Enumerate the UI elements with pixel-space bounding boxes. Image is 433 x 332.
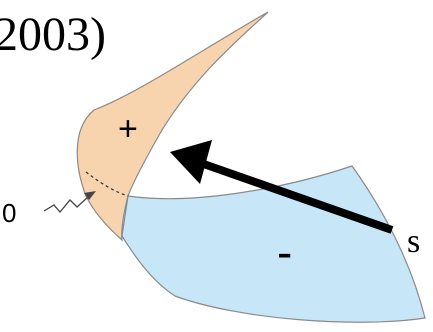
- positive-label: +: [118, 110, 138, 148]
- negative-label: -: [277, 226, 292, 278]
- edge-text: s: [407, 223, 420, 260]
- zero-pointer-head: [84, 191, 96, 200]
- zero-contour-line: [85, 171, 129, 197]
- zero-label: 0: [2, 198, 16, 228]
- arrow-shaft: [196, 158, 394, 234]
- heading-fragment: 2003): [0, 8, 106, 61]
- positive-region: [76, 11, 269, 242]
- arrow-head: [170, 140, 212, 184]
- zero-pointer: [43, 196, 89, 214]
